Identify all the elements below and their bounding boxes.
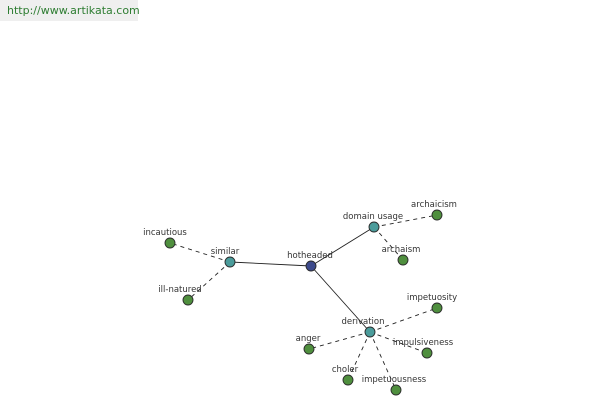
edge-derivation-choler [347,331,371,381]
node-archaicism[interactable] [431,209,443,221]
label-archaism[interactable]: archaism [382,245,421,255]
label-ill-natured[interactable]: ill-natured [158,285,201,295]
edge-center-similar [229,261,312,267]
node-derivation[interactable] [364,326,376,338]
watermark-link[interactable]: http://www.artikata.com [0,0,140,21]
edge-center-domain [310,226,375,267]
label-similar[interactable]: similar [211,247,240,257]
node-hotheaded[interactable] [305,260,317,272]
label-domain-usage[interactable]: domain usage [343,212,403,222]
label-derivation[interactable]: derivation [341,317,384,327]
node-domain-usage[interactable] [368,221,380,233]
edge-similar-incautious [169,242,231,263]
label-archaicism[interactable]: archaicism [411,200,457,210]
edge-domain-archaicism [373,214,438,228]
label-impetuosity[interactable]: impetuosity [407,293,457,303]
edge-derivation-impetuosity [369,307,438,333]
label-choler[interactable]: choler [332,365,359,375]
node-archaism[interactable] [397,254,409,266]
graph-labels: hotheaded similar domain usage derivatio… [143,200,457,385]
label-impetuousness[interactable]: impetuousness [362,375,427,385]
edge-domain-archaism [373,226,404,261]
label-hotheaded[interactable]: hotheaded [287,251,333,261]
label-impulsiveness[interactable]: impulsiveness [393,338,454,348]
edge-center-derivation [310,265,371,333]
node-impetuosity[interactable] [431,302,443,314]
node-ill-natured[interactable] [182,294,194,306]
node-impetuousness[interactable] [390,384,402,396]
label-incautious[interactable]: incautious [143,228,187,238]
graph-edges [169,214,438,391]
node-incautious[interactable] [164,237,176,249]
edge-similar-ill-natured [187,261,231,301]
graph-nodes [164,209,443,396]
edge-derivation-impulsiveness [369,331,428,354]
node-anger[interactable] [303,343,315,355]
label-anger[interactable]: anger [296,334,321,344]
edge-derivation-impetuousness [369,331,397,391]
node-impulsiveness[interactable] [421,347,433,359]
edge-derivation-anger [308,331,371,350]
node-similar[interactable] [224,256,236,268]
node-choler[interactable] [342,374,354,386]
